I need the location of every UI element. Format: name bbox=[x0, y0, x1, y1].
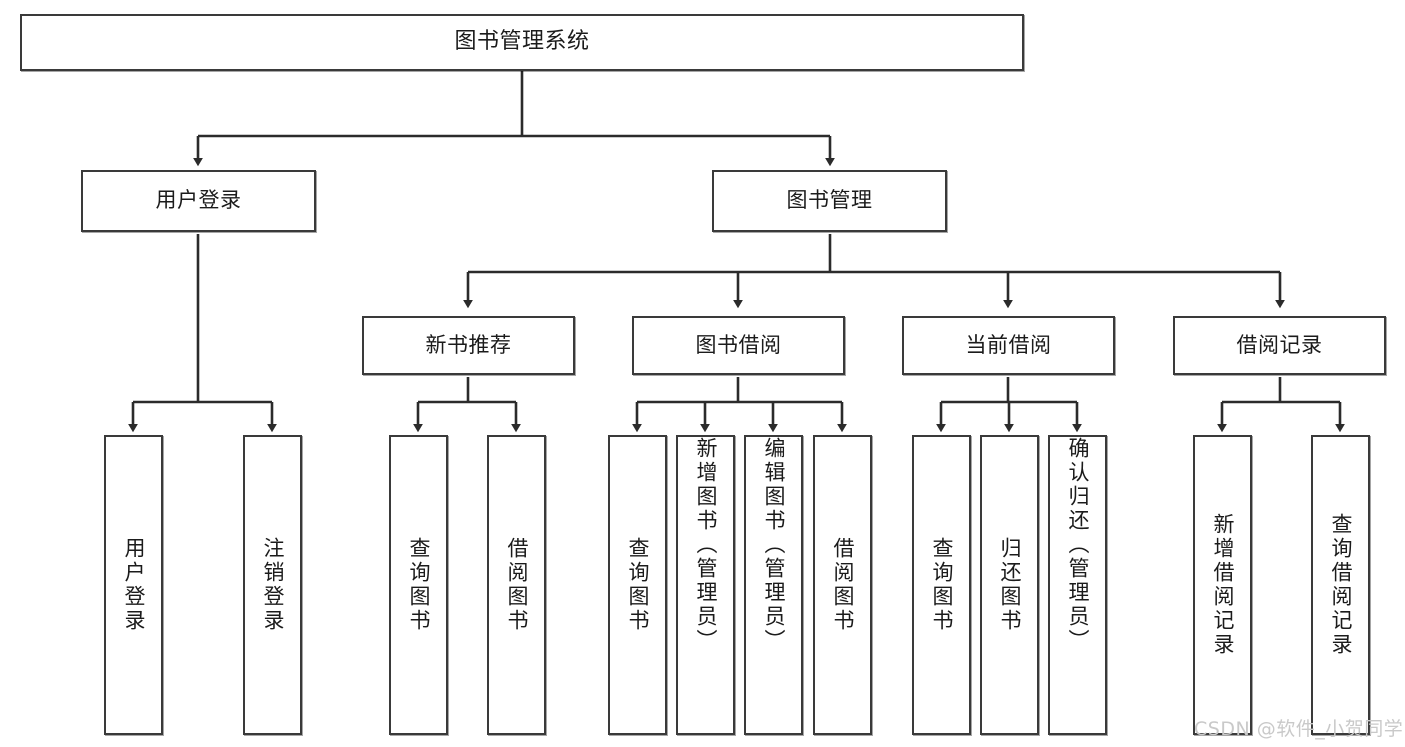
node-borrow-record[interactable]: 借阅记录 bbox=[1173, 316, 1386, 375]
leaf-return-book[interactable]: 归还图书 bbox=[980, 435, 1039, 735]
leaf-edit-book[interactable]: 编辑图书（管理员） bbox=[744, 435, 803, 735]
node-label: 用户登录 bbox=[155, 188, 242, 213]
node-label: 查询借阅记录 bbox=[1329, 513, 1353, 657]
node-label: 查询图书 bbox=[930, 537, 954, 633]
leaf-query-record[interactable]: 查询借阅记录 bbox=[1311, 435, 1370, 735]
leaf-borrow-book-1[interactable]: 借阅图书 bbox=[487, 435, 546, 735]
node-root-system[interactable]: 图书管理系统 bbox=[20, 14, 1024, 71]
leaf-user-login[interactable]: 用户登录 bbox=[104, 435, 163, 735]
node-label: 编辑图书（管理员） bbox=[762, 437, 786, 653]
node-label: 新增借阅记录 bbox=[1211, 513, 1235, 657]
node-label: 图书管理 bbox=[786, 188, 873, 213]
node-current-borrow[interactable]: 当前借阅 bbox=[902, 316, 1115, 375]
node-label: 用户登录 bbox=[122, 537, 146, 633]
node-label: 借阅图书 bbox=[831, 537, 855, 633]
node-label: 借阅图书 bbox=[505, 537, 529, 633]
leaf-add-record[interactable]: 新增借阅记录 bbox=[1193, 435, 1252, 735]
leaf-logout-login[interactable]: 注销登录 bbox=[243, 435, 302, 735]
node-label: 查询图书 bbox=[407, 537, 431, 633]
leaf-borrow-book-2[interactable]: 借阅图书 bbox=[813, 435, 872, 735]
node-label: 归还图书 bbox=[998, 537, 1022, 633]
node-label: 查询图书 bbox=[626, 537, 650, 633]
node-label: 新书推荐 bbox=[425, 332, 512, 357]
leaf-query-book-2[interactable]: 查询图书 bbox=[608, 435, 667, 735]
node-label: 图书管理系统 bbox=[454, 29, 590, 55]
node-book-borrow[interactable]: 图书借阅 bbox=[632, 316, 845, 375]
node-label: 确认归还（管理员） bbox=[1066, 437, 1090, 653]
leaf-confirm-return[interactable]: 确认归还（管理员） bbox=[1048, 435, 1107, 735]
node-label: 当前借阅 bbox=[965, 332, 1052, 357]
node-book-manage[interactable]: 图书管理 bbox=[712, 170, 947, 232]
node-label: 图书借阅 bbox=[695, 332, 782, 357]
leaf-add-book[interactable]: 新增图书（管理员） bbox=[676, 435, 735, 735]
leaf-query-book-1[interactable]: 查询图书 bbox=[389, 435, 448, 735]
node-new-book-recommend[interactable]: 新书推荐 bbox=[362, 316, 575, 375]
node-user-login[interactable]: 用户登录 bbox=[81, 170, 316, 232]
node-label: 新增图书（管理员） bbox=[694, 437, 718, 653]
node-label: 借阅记录 bbox=[1236, 332, 1323, 357]
leaf-query-book-3[interactable]: 查询图书 bbox=[912, 435, 971, 735]
node-label: 注销登录 bbox=[261, 537, 285, 633]
watermark-text: CSDN @软件_小贺同学 bbox=[1194, 718, 1404, 740]
